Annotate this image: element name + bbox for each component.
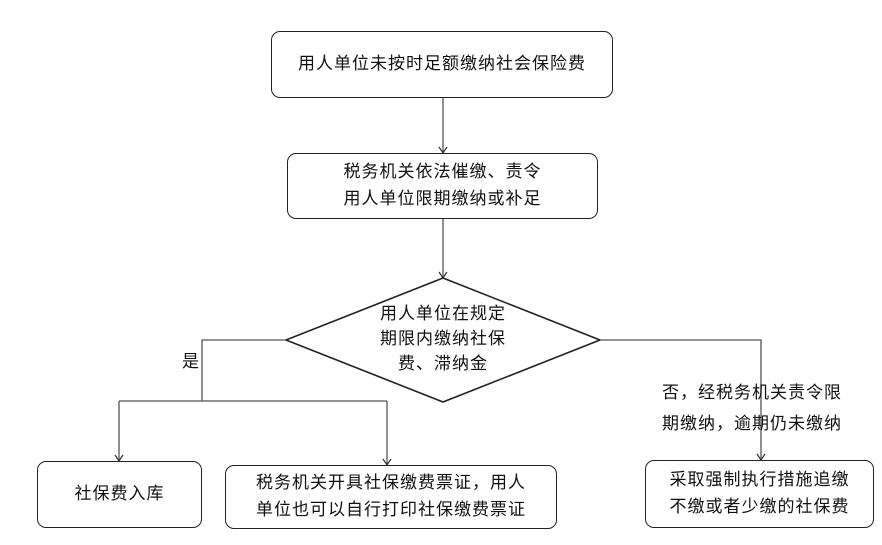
treasury-node: 社保费入库 xyxy=(37,461,202,528)
receipt-node: 税务机关开具社保缴费票证，用人 单位也可以自行打印社保缴费票证 xyxy=(225,465,557,529)
no-label-line-2: 期缴纳，逾期仍未缴纳 xyxy=(662,414,842,434)
enforce-node-line-1: 采取强制执行措施追缴 xyxy=(669,470,850,490)
decision-line-1: 用人单位在规定 xyxy=(380,304,506,324)
urge-node-line-2: 用人单位限期缴纳或补足 xyxy=(343,189,542,209)
decision-line-2: 期限内缴纳社保 xyxy=(380,329,506,349)
receipt-node-line-1: 税务机关开具社保缴费票证，用人 xyxy=(256,473,526,493)
urge-node: 税务机关依法催缴、责令 用人单位限期缴纳或补足 xyxy=(287,153,598,219)
no-label: 否，经税务机关责令限 期缴纳，逾期仍未缴纳 xyxy=(662,380,842,438)
start-node: 用人单位未按时足额缴纳社会保险费 xyxy=(271,31,613,98)
decision-line-3: 费、滞纳金 xyxy=(398,354,488,374)
urge-node-line-1: 税务机关依法催缴、责令 xyxy=(343,162,542,182)
receipt-node-line-2: 单位也可以自行打印社保缴费票证 xyxy=(256,500,526,520)
start-node-text: 用人单位未按时足额缴纳社会保险费 xyxy=(298,54,586,74)
decision-diamond xyxy=(283,277,603,403)
no-label-line-1: 否，经税务机关责令限 xyxy=(662,383,842,403)
yes-branch-line xyxy=(201,339,286,401)
enforce-node-line-2: 不缴或者少缴的社保费 xyxy=(669,497,850,517)
no-branch-line xyxy=(600,339,761,460)
enforce-node: 采取强制执行措施追缴 不缴或者少缴的社保费 xyxy=(645,460,874,528)
yes-label: 是 xyxy=(182,352,200,372)
decision-text: 用人单位在规定 期限内缴纳社保 费、滞纳金 xyxy=(343,302,543,377)
treasury-node-text: 社保费入库 xyxy=(74,484,165,504)
